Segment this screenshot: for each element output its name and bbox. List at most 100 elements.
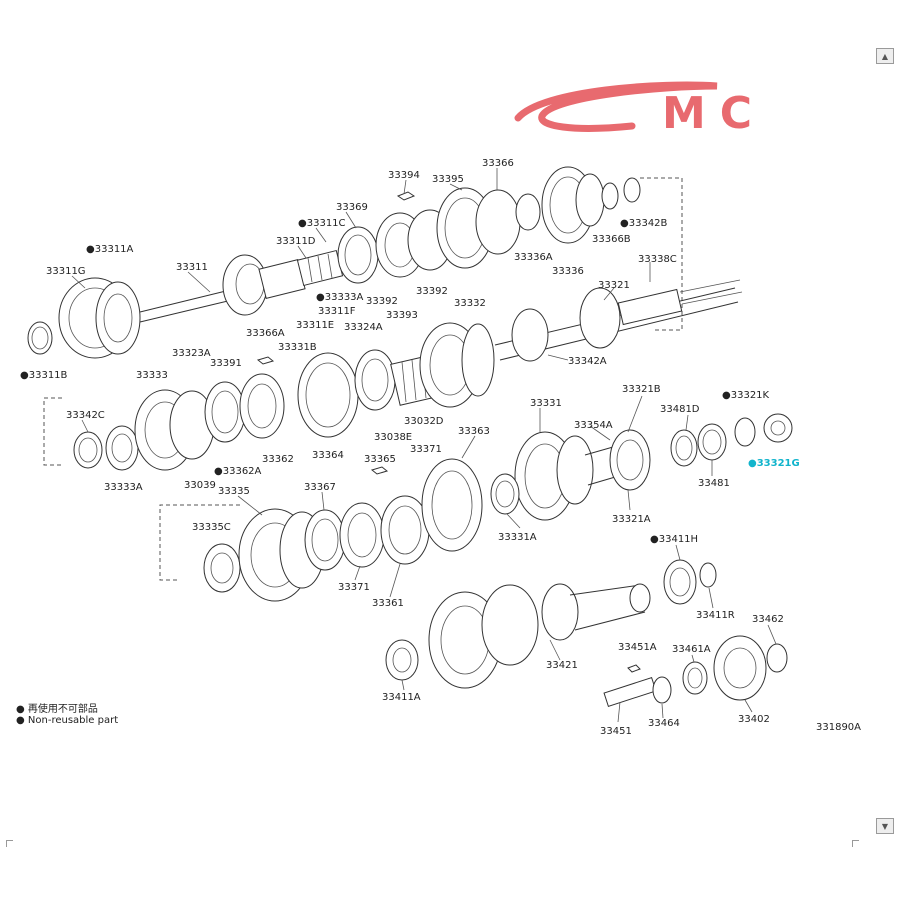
corner-marker-left — [6, 840, 13, 847]
label-33311c[interactable]: ●33311C — [298, 218, 346, 229]
label-33371-top[interactable]: 33371 — [410, 444, 442, 455]
gear-33333 — [134, 389, 215, 471]
nut-33321g — [763, 413, 793, 443]
scroll-up-button[interactable]: ▲ — [876, 48, 894, 64]
label-33411a[interactable]: 33411A — [382, 692, 421, 703]
label-33332[interactable]: 33332 — [454, 298, 486, 309]
logo-text: MC — [662, 88, 766, 139]
key-33366a — [256, 356, 275, 365]
label-33402[interactable]: 33402 — [738, 714, 770, 725]
gear-33331 — [514, 431, 594, 521]
label-33311d[interactable]: 33311D — [276, 236, 316, 247]
label-33394[interactable]: 33394 — [388, 170, 420, 181]
bearing-33333a — [105, 425, 139, 471]
label-33371[interactable]: 33371 — [338, 582, 370, 593]
label-33367[interactable]: 33367 — [304, 482, 336, 493]
label-33411h[interactable]: ●33411H — [650, 534, 698, 545]
brand-logo: MC — [514, 81, 766, 139]
label-33324a[interactable]: 33324A — [344, 322, 383, 333]
label-33333a-top[interactable]: ●33333A — [316, 292, 364, 303]
label-33411r[interactable]: 33411R — [696, 610, 735, 621]
gear-33402 — [713, 635, 767, 701]
label-33331[interactable]: 33331 — [530, 398, 562, 409]
label-33363[interactable]: 33363 — [458, 426, 490, 437]
key-33451a — [627, 664, 641, 673]
label-33421[interactable]: 33421 — [546, 660, 578, 671]
label-33311a[interactable]: ●33311A — [86, 244, 134, 255]
scroll-down-button[interactable]: ▼ — [876, 818, 894, 834]
label-33335c[interactable]: 33335C — [192, 522, 231, 533]
ring-33481d — [670, 429, 698, 467]
label-33311b[interactable]: ●33311B — [20, 370, 68, 381]
bearing-33331a — [490, 473, 520, 515]
label-33395[interactable]: 33395 — [432, 174, 464, 185]
label-33462[interactable]: 33462 — [752, 614, 784, 625]
ring-33342c — [73, 431, 103, 469]
gear-33336 — [541, 166, 605, 244]
label-33321b[interactable]: 33321B — [622, 384, 661, 395]
label-33361[interactable]: 33361 — [372, 598, 404, 609]
label-33321k[interactable]: ●33321K — [722, 390, 770, 401]
bearing-33311g — [58, 277, 141, 359]
legend-note-jp-text: ● 再使用不可部品 — [16, 704, 98, 715]
label-33366[interactable]: 33366 — [482, 158, 514, 169]
label-33335[interactable]: 33335 — [218, 486, 250, 497]
gear-33395 — [436, 187, 521, 269]
label-33362[interactable]: 33362 — [262, 454, 294, 465]
legend-note-en-text: ● Non-reusable part — [16, 715, 119, 726]
logo-swoosh — [514, 81, 718, 132]
label-33311[interactable]: 33311 — [176, 262, 208, 273]
label-33338c[interactable]: 33338C — [638, 254, 677, 265]
label-33032d[interactable]: 33032D — [404, 416, 444, 427]
label-33366a[interactable]: 33366A — [246, 328, 285, 339]
label-33336[interactable]: 33336 — [552, 266, 584, 277]
label-33038e[interactable]: 33038E — [374, 432, 412, 443]
label-33331a[interactable]: 33331A — [498, 532, 537, 543]
label-33331b[interactable]: 33331B — [278, 342, 317, 353]
label-33365[interactable]: 33365 — [364, 454, 396, 465]
label-33342b[interactable]: ●33342B — [620, 218, 668, 229]
key-33394 — [396, 191, 416, 201]
label-33333[interactable]: 33333 — [136, 370, 168, 381]
label-33321g[interactable]: ●33321G — [748, 458, 800, 469]
label-33333a[interactable]: 33333A — [104, 482, 143, 493]
label-33323a[interactable]: 33323A — [172, 348, 211, 359]
label-33464[interactable]: 33464 — [648, 718, 680, 729]
label-33321a[interactable]: 33321A — [612, 514, 651, 525]
washer-33464 — [652, 676, 672, 704]
label-33354a[interactable]: 33354A — [574, 420, 613, 431]
label-33342a[interactable]: 33342A — [568, 356, 607, 367]
bearing-33481 — [697, 423, 727, 461]
label-33311g[interactable]: 33311G — [46, 266, 86, 277]
label-33364[interactable]: 33364 — [312, 450, 344, 461]
synchro-ring-33369 — [337, 226, 379, 284]
triangle-down-icon: ▼ — [881, 821, 889, 831]
key-33365 — [370, 466, 389, 475]
label-33321[interactable]: 33321 — [598, 280, 630, 291]
label-33336a[interactable]: 33336A — [514, 252, 553, 263]
diagram-code: 331890A — [816, 722, 862, 733]
label-33362a[interactable]: ●33362A — [214, 466, 262, 477]
output-shaft-33321 — [494, 279, 743, 362]
triangle-up-icon: ▲ — [881, 51, 889, 61]
label-33481d[interactable]: 33481D — [660, 404, 700, 415]
label-33393[interactable]: 33393 — [386, 310, 418, 321]
label-33451[interactable]: 33451 — [600, 726, 632, 737]
label-33311f[interactable]: 33311F — [318, 306, 356, 317]
label-33369[interactable]: 33369 — [336, 202, 368, 213]
snap-ring-33311b — [27, 321, 53, 355]
legend-note-jp: ● 再使用不可部品 — [16, 700, 98, 715]
label-33451a[interactable]: 33451A — [618, 642, 657, 653]
label-33481[interactable]: 33481 — [698, 478, 730, 489]
bearing-33461a — [682, 661, 708, 695]
label-33391[interactable]: 33391 — [210, 358, 242, 369]
label-33342c[interactable]: 33342C — [66, 410, 105, 421]
countershaft-33421 — [428, 583, 651, 689]
label-33392-b[interactable]: 33392 — [416, 286, 448, 297]
label-33461a[interactable]: 33461A — [672, 644, 711, 655]
label-33366b[interactable]: 33366B — [592, 234, 631, 245]
reverse-shaft-33451 — [603, 676, 657, 708]
label-33039[interactable]: 33039 — [184, 480, 216, 491]
label-33311e[interactable]: 33311E — [296, 320, 334, 331]
label-33392-a[interactable]: 33392 — [366, 296, 398, 307]
